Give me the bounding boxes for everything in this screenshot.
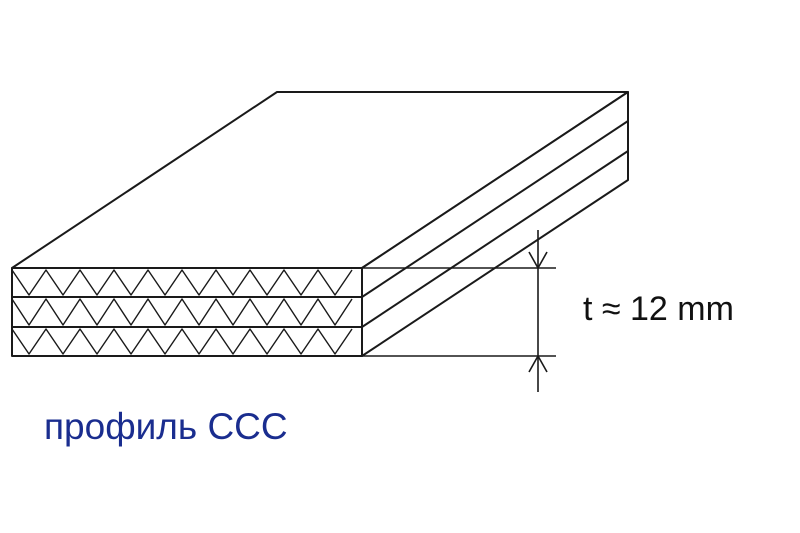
flute-wave-layer-2: [11, 298, 353, 326]
board-front-face: [11, 267, 363, 357]
thickness-label: t ≈ 12 mm: [583, 290, 734, 328]
side-layer-line-2: [361, 150, 629, 328]
flute-wave-layer-1: [11, 269, 353, 296]
dimension-arrow-bottom: [528, 355, 548, 373]
dimension-arrow-top: [528, 251, 548, 269]
profile-label: профиль CCC: [44, 406, 288, 447]
flute-wave-layer-3: [11, 328, 353, 355]
